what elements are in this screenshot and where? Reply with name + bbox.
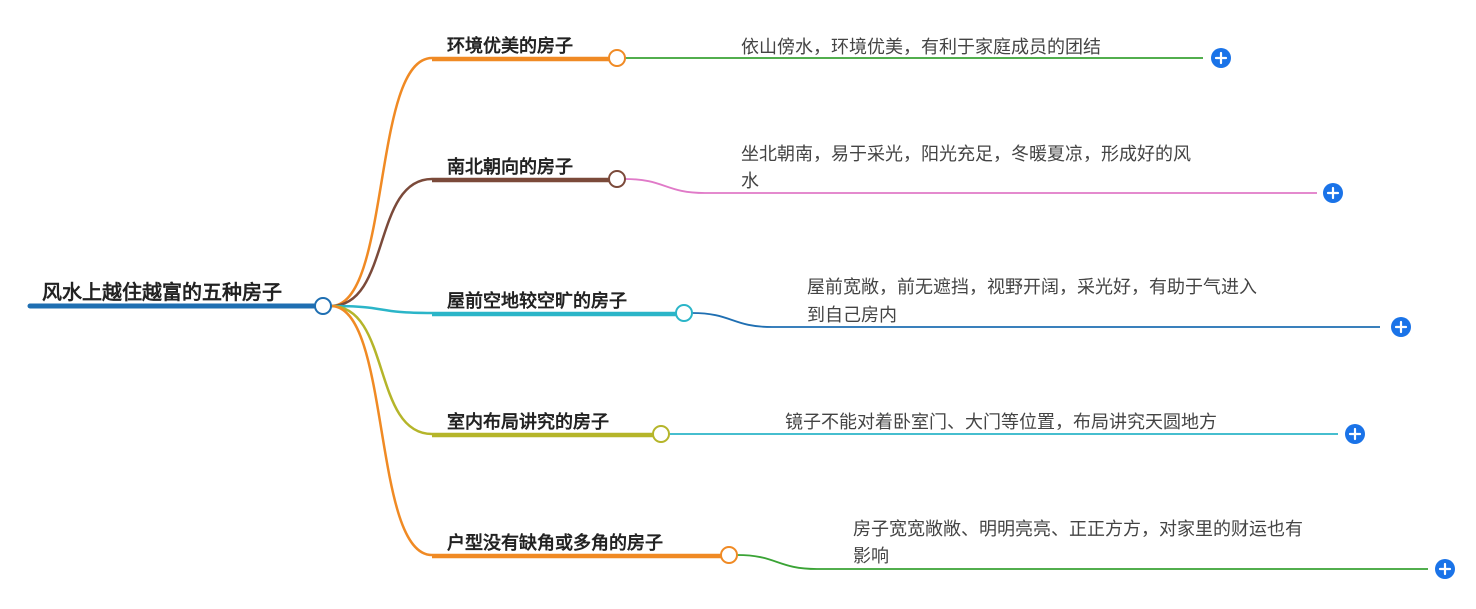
leaf-text-line: 房子宽宽敞敞、明明亮亮、正正方方，对家里的财运也有 [853,519,1303,540]
plus-icon [1214,51,1228,65]
leaf-node: 屋前宽敞，前无遮挡，视野开阔，采光好，有助于气进入 到自己房内 [807,277,1263,326]
leaf-text-line: 镜子不能对着卧室门、大门等位置，布局讲究天圆地方 [785,412,1217,433]
leaf-text-line: 到自己房内 [807,305,897,326]
leaf-connector [736,554,1428,570]
branch-label: 环境优美的房子 [447,35,573,57]
branch-node[interactable]: 环境优美的房子 [447,35,573,57]
expand-button[interactable] [1391,317,1411,337]
expand-button[interactable] [1211,48,1231,68]
leaf-text: 坐北朝南，易于采光，阳光充足，冬暖夏凉，形成好的风 水 [741,144,1197,192]
branch-collapse-circle[interactable] [608,170,626,188]
plus-icon [1348,427,1362,441]
connector-lines [330,56,1428,570]
branch-connector [330,177,609,308]
leaf-node: 依山傍水，环境优美，有利于家庭成员的团结 [741,37,1101,58]
branch-connector [330,304,653,436]
branch-node[interactable]: 室内布局讲究的房子 [447,411,609,433]
plus-icon [1394,320,1408,334]
branch-collapse-circle[interactable] [608,49,626,67]
leaf-connector [691,312,1380,328]
branch-node[interactable]: 南北朝向的房子 [447,156,573,178]
leaf-text-line: 影响 [853,546,889,567]
node-markers [608,48,1455,579]
branch-collapse-circle[interactable] [675,304,693,322]
branch-label: 屋前空地较空旷的房子 [447,290,627,312]
branch-connector [330,56,609,308]
leaf-text: 房子宽宽敞敞、明明亮亮、正正方方，对家里的财运也有 影响 [853,519,1309,567]
leaf-connector [624,178,1317,194]
leaf-node: 房子宽宽敞敞、明明亮亮、正正方方，对家里的财运也有 影响 [853,519,1309,567]
plus-icon [1438,562,1452,576]
leaf-text-line: 依山傍水，环境优美，有利于家庭成员的团结 [741,37,1101,58]
leaf-node: 镜子不能对着卧室门、大门等位置，布局讲究天圆地方 [785,412,1217,433]
branch-connector [330,304,721,557]
branch-node[interactable]: 户型没有缺角或多角的房子 [447,532,663,554]
root-label: 风水上越住越富的五种房子 [42,280,282,304]
leaf-text: 依山傍水，环境优美，有利于家庭成员的团结 [741,37,1101,58]
branch-label: 户型没有缺角或多角的房子 [447,532,663,554]
expand-button[interactable] [1345,424,1365,444]
branch-label: 南北朝向的房子 [447,156,573,178]
branch-node[interactable]: 屋前空地较空旷的房子 [447,290,627,312]
branch-collapse-circle[interactable] [720,546,738,564]
root-collapse-circle[interactable] [314,297,332,315]
branch-collapse-circle[interactable] [652,425,670,443]
leaf-node: 坐北朝南，易于采光，阳光充足，冬暖夏凉，形成好的风 水 [741,144,1197,192]
branch-connector [330,304,676,315]
leaf-text-line: 坐北朝南，易于采光，阳光充足，冬暖夏凉，形成好的风 [741,144,1191,165]
expand-button[interactable] [1323,183,1343,203]
branch-label: 室内布局讲究的房子 [447,411,609,433]
plus-icon [1326,186,1340,200]
leaf-text: 镜子不能对着卧室门、大门等位置，布局讲究天圆地方 [785,412,1217,433]
leaf-text-line: 屋前宽敞，前无遮挡，视野开阔，采光好，有助于气进入 [807,277,1257,298]
expand-button[interactable] [1435,559,1455,579]
leaf-text: 屋前宽敞，前无遮挡，视野开阔，采光好，有助于气进入 到自己房内 [807,277,1263,326]
root-node[interactable]: 风水上越住越富的五种房子 [27,280,332,315]
leaf-text-line: 水 [741,171,759,192]
